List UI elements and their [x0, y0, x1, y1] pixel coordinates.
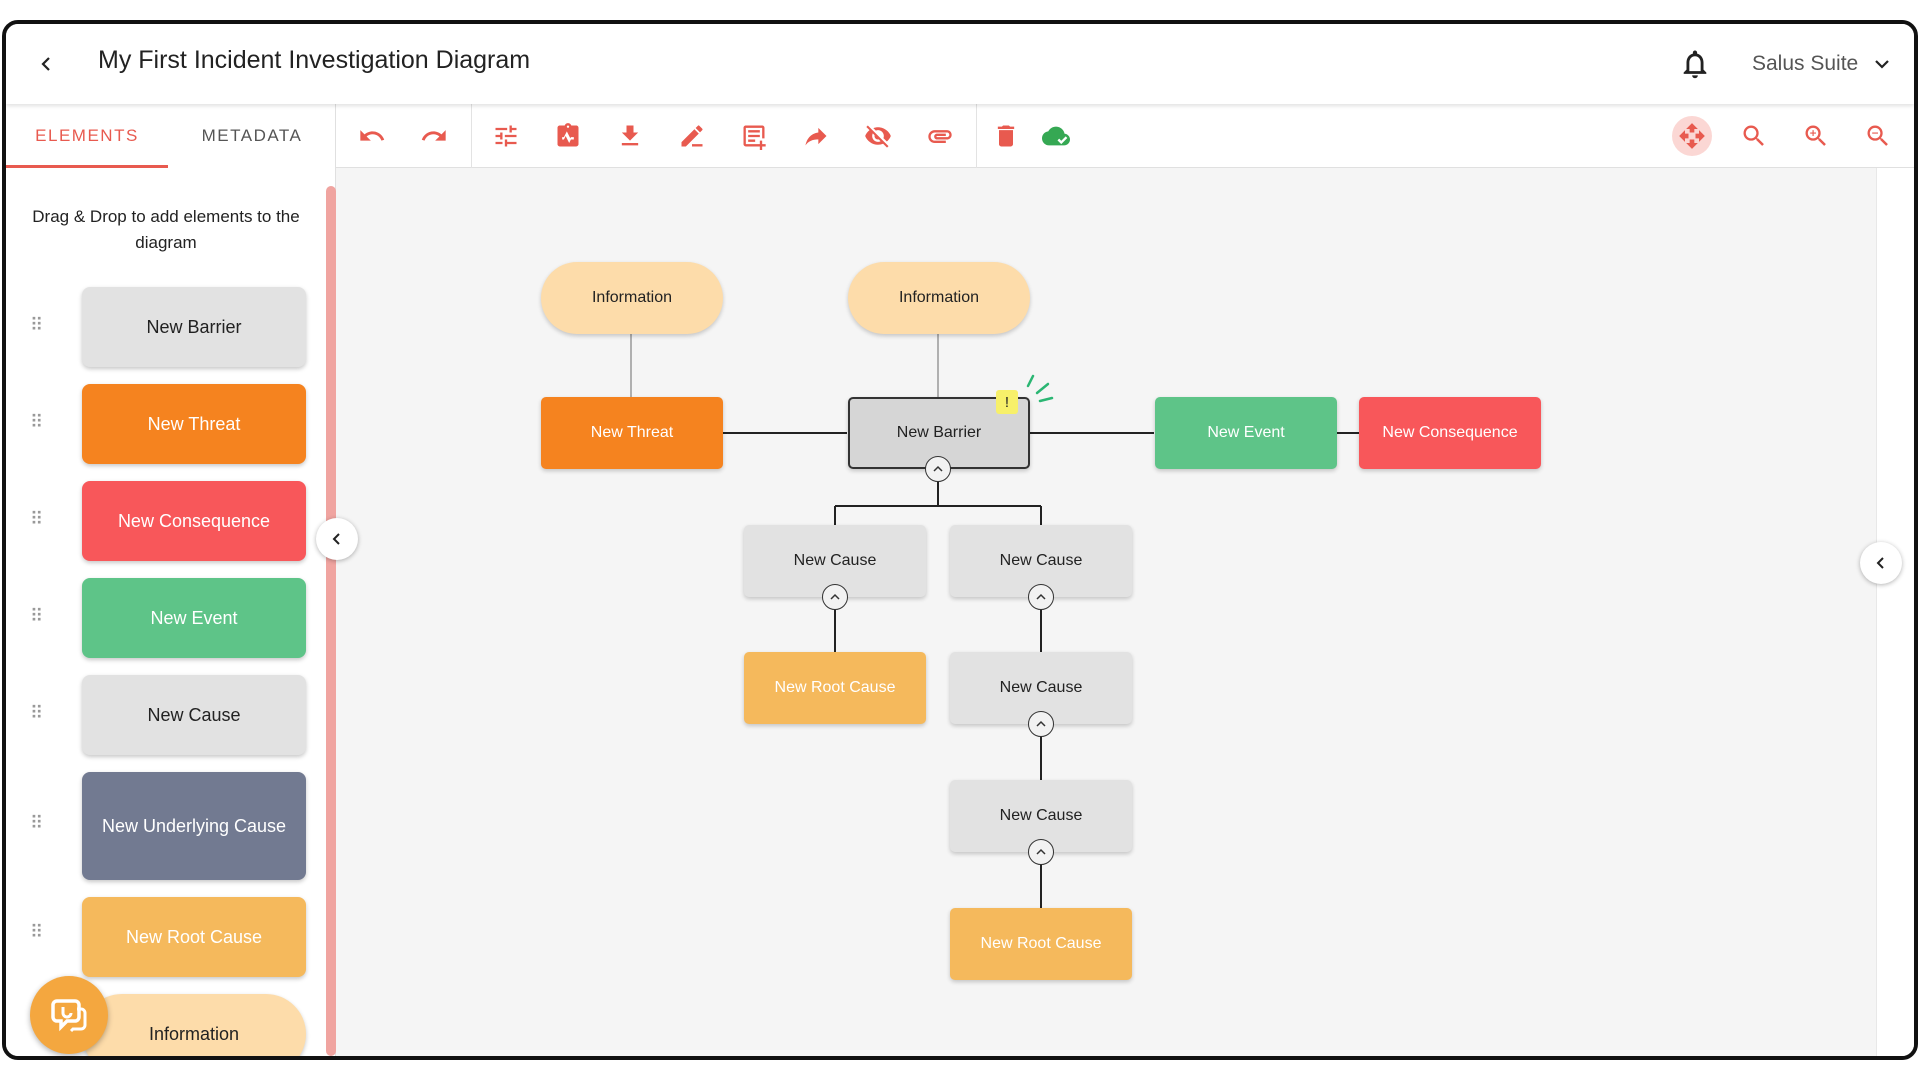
drag-handle-icon[interactable]: ⠿ [30, 606, 44, 626]
expand-right-panel-button[interactable] [1860, 542, 1902, 584]
zoom-out-icon [1867, 125, 1888, 146]
cloud-save-status[interactable] [1036, 116, 1076, 156]
chat-help-icon [51, 999, 87, 1033]
drag-handle-icon[interactable]: ⠿ [30, 922, 44, 942]
expand-collapse-toggle[interactable] [1028, 584, 1054, 610]
chevron-left-icon [1876, 557, 1884, 569]
diagram-event-node[interactable]: New Event [1155, 397, 1337, 469]
drag-handle-icon[interactable]: ⠿ [30, 509, 44, 529]
chevron-left-icon [332, 533, 340, 545]
right-panel-gutter [1876, 168, 1914, 1056]
chevron-up-icon [933, 465, 943, 472]
back-button[interactable] [26, 44, 66, 84]
undo-icon [360, 130, 385, 141]
tab-elements[interactable]: ELEMENTS [6, 104, 168, 168]
clipboard-pulse-icon [557, 123, 579, 147]
bell-icon [1683, 50, 1707, 79]
tab-metadata[interactable]: METADATA [201, 126, 303, 145]
collapse-panel-button[interactable] [316, 518, 358, 560]
settings-sliders-icon [495, 125, 517, 147]
expand-collapse-toggle[interactable] [1028, 839, 1054, 865]
expand-collapse-toggle[interactable] [822, 584, 848, 610]
diagram-information-node[interactable]: Information [541, 262, 723, 334]
chevron-up-icon [1036, 720, 1046, 727]
top-bar: My First Incident Investigation Diagram … [6, 24, 1914, 104]
diagram-threat-node[interactable]: New Threat [541, 397, 723, 469]
help-chat-button[interactable] [30, 976, 108, 1054]
delete-icon [997, 125, 1015, 147]
diagram-root-cause-node[interactable]: New Root Cause [950, 908, 1132, 980]
palette-item-root-cause[interactable]: New Root Cause [82, 897, 306, 977]
visibility-off-icon [865, 125, 891, 148]
palette-item-barrier[interactable]: New Barrier [82, 287, 306, 367]
share-button[interactable] [796, 116, 836, 156]
edit-button[interactable] [672, 116, 712, 156]
panel-hint-text: Drag & Drop to add elements to the diagr… [32, 207, 300, 252]
palette-item-event[interactable]: New Event [82, 578, 306, 658]
palette-item-consequence[interactable]: New Consequence [82, 481, 306, 561]
delete-button[interactable] [986, 116, 1026, 156]
chevron-up-icon [1036, 593, 1046, 600]
move-icon [1679, 123, 1705, 149]
page-title: My First Incident Investigation Diagram [98, 46, 531, 74]
panel-scrollbar[interactable] [326, 186, 336, 1056]
chevron-up-icon [1036, 848, 1046, 855]
app-window: My First Incident Investigation Diagram … [2, 20, 1918, 1060]
redo-icon [421, 130, 446, 141]
barrier-label: New Barrier [896, 424, 982, 441]
move-tool-button[interactable] [1672, 116, 1712, 156]
chevron-down-icon [1875, 60, 1890, 69]
cloud-saved-icon [1042, 126, 1070, 146]
diagram-consequence-node[interactable]: New Consequence [1359, 397, 1541, 469]
drag-handle-icon[interactable]: ⠿ [30, 412, 44, 432]
drag-handle-icon[interactable]: ⠿ [30, 703, 44, 723]
chevron-left-icon [41, 57, 50, 71]
zoom-out-button[interactable] [1858, 116, 1898, 156]
search-icon [1743, 125, 1764, 146]
add-note-button[interactable] [734, 116, 774, 156]
drag-handle-icon[interactable]: ⠿ [30, 315, 44, 335]
search-button[interactable] [1734, 116, 1774, 156]
expand-collapse-toggle[interactable] [1028, 711, 1054, 737]
diagram-toolbar [336, 104, 1914, 168]
palette-item-information[interactable]: Information [82, 994, 306, 1056]
edit-pen-icon [681, 125, 703, 147]
diagram-root-cause-node[interactable]: New Root Cause [744, 652, 926, 724]
chevron-up-icon [830, 593, 840, 600]
diagram-canvas[interactable]: Information Information New Threat New B… [336, 168, 1876, 1056]
notification-button[interactable] [1678, 46, 1712, 82]
expand-collapse-toggle[interactable] [925, 456, 951, 482]
organization-selector[interactable]: Salus Suite [1752, 48, 1890, 80]
organization-name: Salus Suite [1752, 52, 1859, 75]
attachment-icon [928, 130, 952, 143]
add-note-icon [743, 125, 766, 150]
download-icon [621, 125, 639, 146]
elements-panel: ELEMENTS METADATA Drag & Drop to add ele… [6, 104, 336, 1056]
palette-item-cause[interactable]: New Cause [82, 675, 306, 755]
share-forward-icon [805, 127, 827, 146]
hide-button[interactable] [858, 116, 898, 156]
palette-item-underlying-cause[interactable]: New Underlying Cause [82, 772, 306, 880]
zoom-in-button[interactable] [1796, 116, 1836, 156]
settings-button[interactable] [486, 116, 526, 156]
download-button[interactable] [610, 116, 650, 156]
undo-button[interactable] [352, 116, 392, 156]
report-button[interactable] [548, 116, 588, 156]
palette-item-threat[interactable]: New Threat [82, 384, 306, 464]
diagram-information-node[interactable]: Information [848, 262, 1030, 334]
redo-button[interactable] [414, 116, 454, 156]
drag-handle-icon[interactable]: ⠿ [30, 813, 44, 833]
zoom-in-icon [1805, 125, 1826, 146]
warning-badge[interactable]: ! [996, 390, 1018, 414]
attach-button[interactable] [920, 116, 960, 156]
